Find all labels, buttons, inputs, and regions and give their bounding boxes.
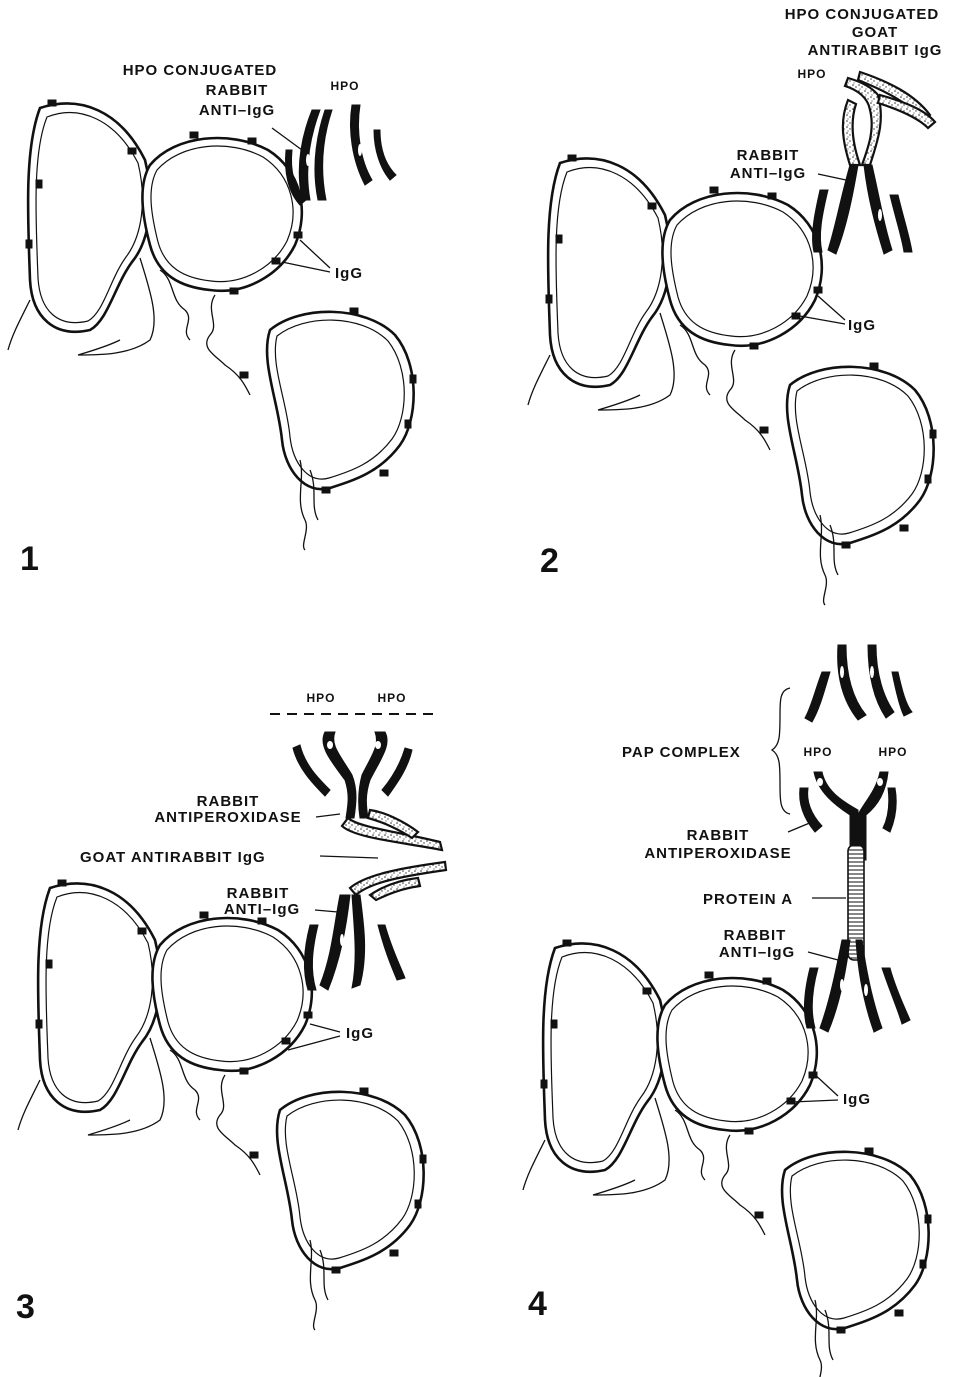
rabbit-anti-igg-antibody [813, 165, 912, 254]
label-rabbit-anti: RABBIT [724, 927, 787, 944]
rabbit-antiperoxidase-antibody [293, 732, 412, 818]
arrow-antiperoxidase [316, 814, 340, 817]
rabbit-antiperoxidase-antibody [800, 772, 897, 860]
arrow-igg-1 [310, 1024, 340, 1032]
rabbit-anti-igg-antibody [804, 940, 910, 1032]
panel-number-1: 1 [20, 540, 39, 578]
label-pap-complex: PAP COMPLEX [622, 744, 741, 761]
arrow-igg-2 [282, 262, 330, 272]
label-anti-igg: ANTI–IgG [719, 944, 795, 961]
panel-1: HPO CONJUGATED RABBIT ANTI–IgG HPO IgG 1 [8, 62, 416, 578]
hpo-conjugated-antibody [286, 105, 396, 205]
label-rabbit: RABBIT [197, 793, 260, 810]
arrow-igg-1 [812, 1072, 838, 1096]
label-goat: GOAT [852, 24, 898, 41]
label-hpo-b: HPO [878, 745, 907, 759]
label-igg: IgG [335, 265, 363, 282]
tissue-cells [8, 100, 416, 550]
label-rabbit: RABBIT [737, 147, 800, 164]
panel-number-3: 3 [16, 1288, 35, 1326]
label-igg: IgG [346, 1025, 374, 1042]
label-hpo-a: HPO [306, 691, 335, 705]
pap-hpo-antibody [805, 645, 912, 722]
label-anti-igg: ANTI–IgG [199, 102, 275, 119]
arrow-anti-igg [818, 174, 846, 180]
label-antiperoxidase: ANTIPEROXIDASE [154, 809, 301, 826]
panel-number-4: 4 [528, 1285, 547, 1323]
panel-4: PAP COMPLEX HPO HPO RABBIT ANTIPEROXIDAS… [523, 645, 931, 1377]
label-rabbit: RABBIT [206, 82, 269, 99]
arrow-anti-igg [808, 952, 838, 960]
arrow-igg-2 [800, 316, 845, 324]
goat-antirabbit-antibody [843, 72, 935, 165]
label-protein-a: PROTEIN A [703, 891, 793, 908]
arrow-igg-1 [300, 240, 330, 268]
arrow-anti-igg [315, 910, 338, 912]
panel-2: HPO CONJUGATED GOAT ANTIRABBIT IgG HPO R… [528, 6, 942, 605]
arrow-antiperoxidase [788, 822, 812, 832]
rabbit-anti-igg-antibody [304, 895, 405, 990]
label-igg: IgG [848, 317, 876, 334]
panel-number-2: 2 [540, 542, 559, 580]
label-anti-igg: ANTI–IgG [730, 165, 806, 182]
label-goat-antirabbit-igg: GOAT ANTIRABBIT IgG [80, 849, 266, 866]
panel-3: HPO HPO RABBIT ANTIPEROXIDASE GOAT ANTIR… [16, 691, 446, 1330]
label-anti-igg: ANTI–IgG [224, 901, 300, 918]
label-rabbit: RABBIT [687, 827, 750, 844]
arrow-anti-igg [272, 128, 302, 150]
arrow-goat [320, 856, 378, 858]
label-antirabbit-igg: ANTIRABBIT IgG [808, 42, 943, 59]
label-hpo-conjugated: HPO CONJUGATED [123, 62, 278, 79]
pap-brace [772, 688, 790, 814]
label-hpo: HPO [330, 79, 359, 93]
label-hpo-conjugated: HPO CONJUGATED [785, 6, 940, 23]
label-antiperoxidase: ANTIPEROXIDASE [644, 845, 791, 862]
label-hpo-a: HPO [803, 745, 832, 759]
label-igg: IgG [843, 1091, 871, 1108]
arrow-igg-1 [818, 296, 845, 320]
label-hpo-b: HPO [377, 691, 406, 705]
label-rabbit-anti: RABBIT [227, 885, 290, 902]
goat-antirabbit-antibody [342, 810, 446, 900]
label-hpo: HPO [797, 67, 826, 81]
